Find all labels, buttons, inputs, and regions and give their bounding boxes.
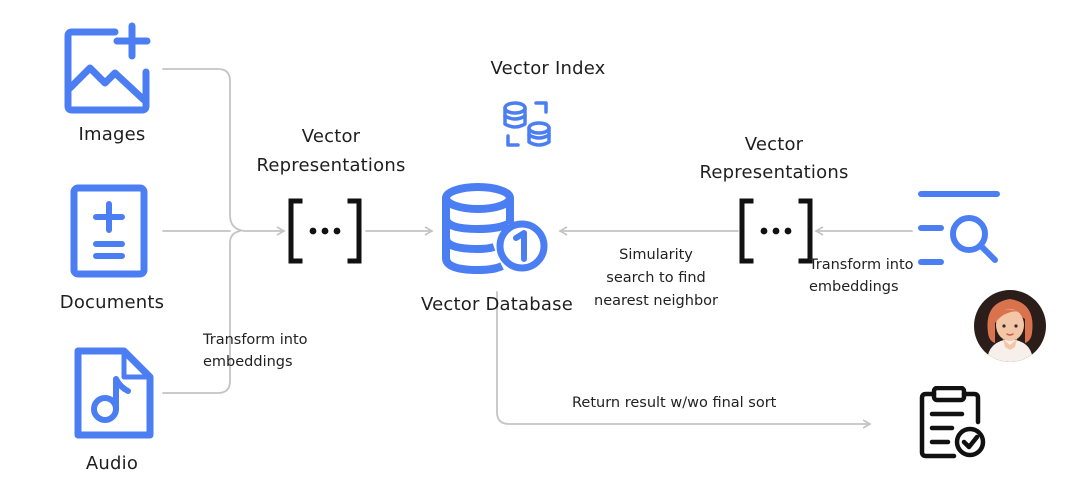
vector-bracket-right xyxy=(739,198,813,264)
label-vector-representations-left-line2: Representations xyxy=(256,155,406,176)
label-return-result: Return result w/wo final sort xyxy=(572,395,777,411)
user-avatar-icon xyxy=(974,290,1046,362)
label-vector-representations-left-line1: Vector xyxy=(301,126,361,147)
vector-bracket-left xyxy=(288,198,362,264)
audio-file-icon xyxy=(74,347,154,439)
label-transform-right-line1: Transform into xyxy=(809,257,914,273)
search-list-icon xyxy=(918,191,1000,265)
label-transform-left-line1: Transform into xyxy=(203,332,308,348)
label-vector-database: Vector Database xyxy=(421,294,573,315)
document-plus-minus-icon xyxy=(70,184,148,278)
connector-audio xyxy=(162,230,241,394)
label-vector-index: Vector Index xyxy=(490,58,606,79)
database-icon xyxy=(442,183,548,274)
connector-images xyxy=(162,68,286,236)
label-similarity-line1: Simularity xyxy=(619,247,693,263)
image-add-icon xyxy=(64,22,151,114)
clipboard-check-icon xyxy=(919,386,986,459)
label-images: Images xyxy=(78,124,146,145)
label-transform-right-line2: embeddings xyxy=(809,279,899,295)
label-similarity-line2: search to find xyxy=(606,270,706,286)
label-documents: Documents xyxy=(59,292,165,313)
label-similarity-line3: nearest neighbor xyxy=(594,293,718,309)
connector-return-result xyxy=(496,291,872,429)
label-vector-representations-right-line2: Representations xyxy=(699,162,849,183)
label-vector-representations-right-line1: Vector xyxy=(744,134,804,155)
label-transform-left-line2: embeddings xyxy=(203,354,293,370)
database-index-icon xyxy=(503,101,551,147)
label-audio: Audio xyxy=(85,453,139,474)
